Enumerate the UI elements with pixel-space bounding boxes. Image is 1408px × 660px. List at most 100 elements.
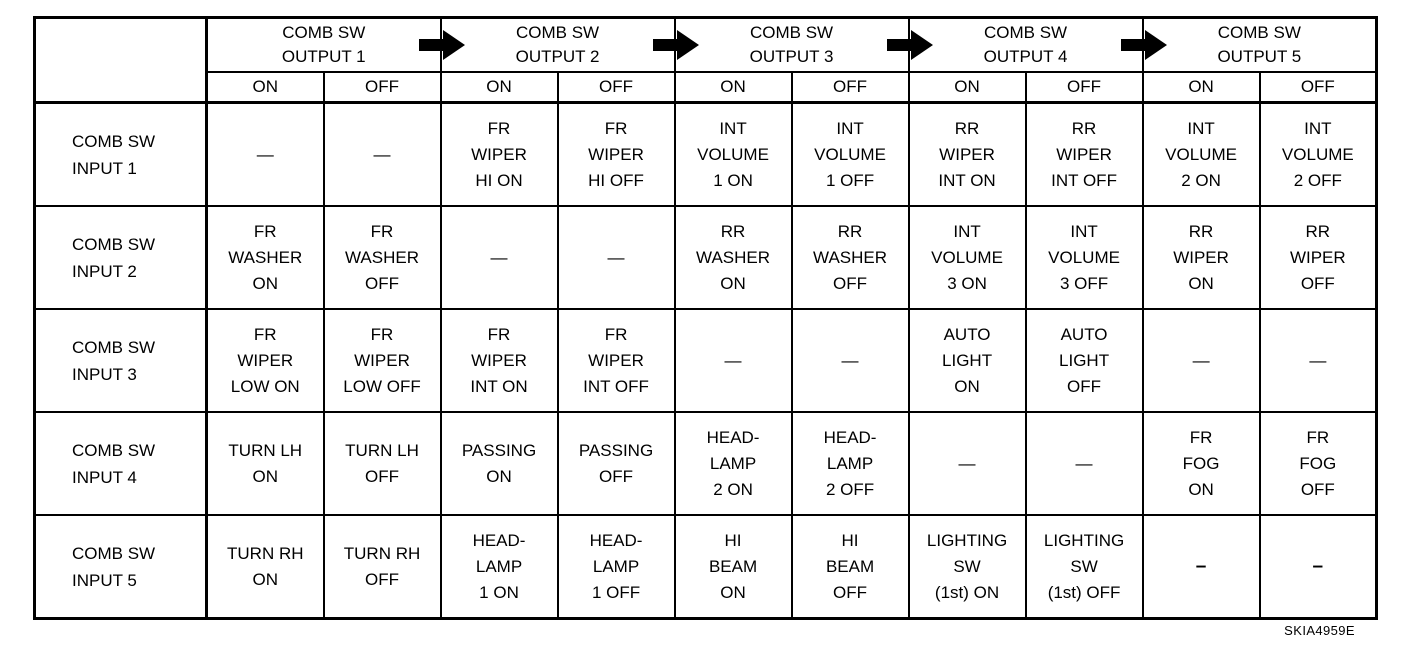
cell-r5-c3: HEAD- LAMP 1 ON: [439, 514, 559, 620]
cell-text: FR WASHER ON: [228, 221, 303, 293]
cell-r2-c8: INT VOLUME 3 OFF: [1024, 205, 1144, 310]
cell-r4-c5: HEAD- LAMP 2 ON: [673, 411, 793, 516]
output-header-label: COMB SW OUTPUT 3: [749, 23, 834, 66]
row-header-input-2: COMB SW INPUT 2: [33, 205, 208, 310]
cell-r2-c1: FR WASHER ON: [205, 205, 325, 310]
cell-r2-c7: INT VOLUME 3 ON: [907, 205, 1027, 310]
cell-text: —: [1309, 350, 1327, 370]
cell-text: FR WIPER LOW OFF: [343, 324, 421, 396]
cell-text: TURN RH ON: [227, 543, 304, 589]
cell-r4-c9: FR FOG ON: [1141, 411, 1261, 516]
cell-r2-c9: RR WIPER ON: [1141, 205, 1261, 310]
row-header-label: COMB SW INPUT 2: [72, 234, 156, 281]
output-3-header: COMB SW OUTPUT 3: [652, 16, 910, 73]
cell-text: RR WASHER OFF: [813, 221, 888, 293]
state-header-10-off: OFF: [1258, 71, 1378, 104]
cell-r5-c10: –: [1258, 514, 1378, 620]
output-header-label: COMB SW OUTPUT 4: [983, 23, 1068, 66]
cell-r4-c1: TURN LH ON: [205, 411, 325, 516]
cell-r1-c10: INT VOLUME 2 OFF: [1258, 101, 1378, 207]
cell-text: TURN LH OFF: [345, 440, 419, 486]
cell-r2-c5: RR WASHER ON: [673, 205, 793, 310]
state-header-2-off: OFF: [322, 71, 442, 104]
output-4-header: COMB SW OUTPUT 4: [886, 16, 1144, 73]
cell-r4-c3: PASSING ON: [439, 411, 559, 516]
cell-r5-c8: LIGHTING SW (1st) OFF: [1024, 514, 1144, 620]
cell-r1-c3: FR WIPER HI ON: [439, 101, 559, 207]
cell-text: —: [1075, 453, 1093, 473]
cell-r3-c1: FR WIPER LOW ON: [205, 308, 325, 413]
cell-text: AUTO LIGHT ON: [942, 324, 993, 396]
state-header-6-off: OFF: [790, 71, 910, 104]
row-header-label: COMB SW INPUT 4: [72, 440, 156, 487]
table-row-input-5: COMB SW INPUT 5 TURN RH ON TURN RH OFF HEAD…: [33, 514, 1378, 620]
cell-r4-c2: TURN LH OFF: [322, 411, 442, 516]
cell-text: RR WIPER INT ON: [938, 118, 996, 190]
cell-text: –: [1195, 555, 1207, 577]
cell-r3-c10: —: [1258, 308, 1378, 413]
cell-text: HI BEAM OFF: [825, 530, 875, 602]
corner-cell: [33, 16, 208, 104]
cell-text: —: [490, 247, 508, 267]
cell-r3-c2: FR WIPER LOW OFF: [322, 308, 442, 413]
cell-r3-c7: AUTO LIGHT ON: [907, 308, 1027, 413]
state-header-4-off: OFF: [556, 71, 676, 104]
cell-text: FR WIPER INT OFF: [583, 324, 649, 396]
cell-text: PASSING OFF: [578, 440, 654, 486]
cell-r3-c3: FR WIPER INT ON: [439, 308, 559, 413]
cell-r4-c10: FR FOG OFF: [1258, 411, 1378, 516]
cell-r1-c1: —: [205, 101, 325, 207]
output-header-label: COMB SW OUTPUT 1: [281, 23, 366, 66]
output-1-header: COMB SW OUTPUT 1: [205, 16, 442, 73]
row-header-input-3: COMB SW INPUT 3: [33, 308, 208, 413]
cell-r5-c4: HEAD- LAMP 1 OFF: [556, 514, 676, 620]
output-2-header: COMB SW OUTPUT 2: [418, 16, 676, 73]
cell-text: —: [607, 247, 625, 267]
cell-r5-c2: TURN RH OFF: [322, 514, 442, 620]
cell-r5-c9: –: [1141, 514, 1261, 620]
row-header-input-5: COMB SW INPUT 5: [33, 514, 208, 620]
cell-r4-c8: —: [1024, 411, 1144, 516]
cell-text: HEAD- LAMP 2 OFF: [823, 427, 877, 499]
cell-r2-c4: —: [556, 205, 676, 310]
state-header-3-on: ON: [439, 71, 559, 104]
output-header-label: COMB SW OUTPUT 5: [1217, 23, 1302, 66]
cell-text: INT VOLUME 3 ON: [931, 221, 1003, 293]
cell-r5-c6: HI BEAM OFF: [790, 514, 910, 620]
cell-r1-c7: RR WIPER INT ON: [907, 101, 1027, 207]
row-header-label: COMB SW INPUT 5: [72, 543, 156, 590]
state-header-5-on: ON: [673, 71, 793, 104]
state-header-7-on: ON: [907, 71, 1027, 104]
cell-r2-c3: —: [439, 205, 559, 310]
state-header-1-on: ON: [205, 71, 325, 104]
cell-r3-c4: FR WIPER INT OFF: [556, 308, 676, 413]
state-header-8-off: OFF: [1024, 71, 1144, 104]
cell-text: HEAD- LAMP 1 ON: [472, 530, 526, 602]
cell-r5-c7: LIGHTING SW (1st) ON: [907, 514, 1027, 620]
cell-r2-c6: RR WASHER OFF: [790, 205, 910, 310]
table-row-input-4: COMB SW INPUT 4 TURN LH ON TURN LH OFF PASS…: [33, 411, 1378, 516]
cell-r3-c6: —: [790, 308, 910, 413]
figure-code: SKIA4959E: [1284, 623, 1355, 638]
cell-text: –: [1312, 555, 1324, 577]
cell-r2-c2: FR WASHER OFF: [322, 205, 442, 310]
cell-r1-c5: INT VOLUME 1 ON: [673, 101, 793, 207]
cell-text: —: [373, 144, 391, 164]
cell-r3-c8: AUTO LIGHT OFF: [1024, 308, 1144, 413]
cell-text: FR WIPER HI OFF: [588, 118, 644, 190]
table-row-input-2: COMB SW INPUT 2 FR WASHER ON FR WASHER OFF…: [33, 205, 1378, 310]
state-header-9-on: ON: [1141, 71, 1261, 104]
output-header-label: COMB SW OUTPUT 2: [515, 23, 600, 66]
cell-text: RR WIPER OFF: [1289, 221, 1346, 293]
cell-r1-c9: INT VOLUME 2 ON: [1141, 101, 1261, 207]
cell-text: INT VOLUME 1 OFF: [814, 118, 886, 190]
cell-r3-c5: —: [673, 308, 793, 413]
cell-text: RR WIPER INT OFF: [1051, 118, 1117, 190]
cell-text: AUTO LIGHT OFF: [1059, 324, 1110, 396]
output-5-header: COMB SW OUTPUT 5: [1120, 16, 1378, 73]
cell-r4-c6: HEAD- LAMP 2 OFF: [790, 411, 910, 516]
cell-r4-c4: PASSING OFF: [556, 411, 676, 516]
